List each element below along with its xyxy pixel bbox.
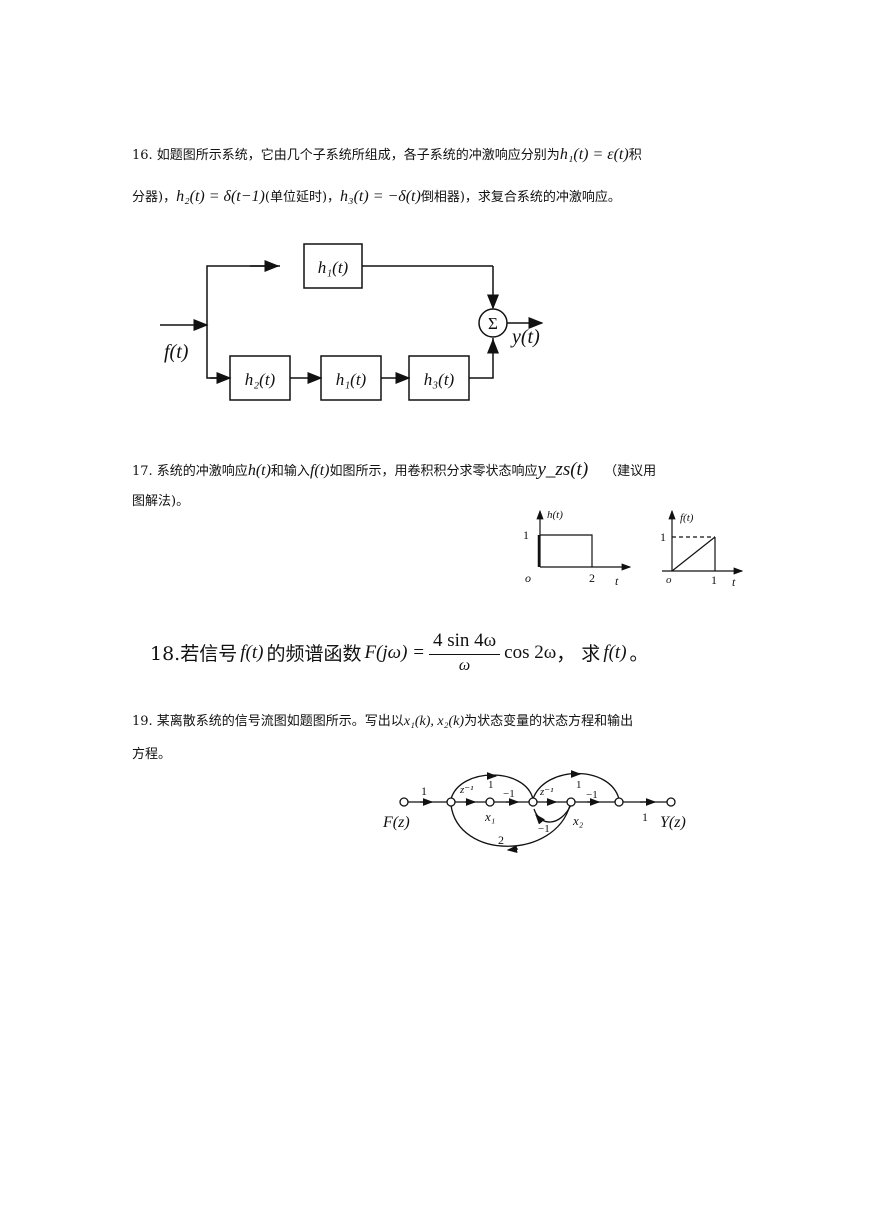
block-b3-label: h₃(t) [424,370,455,389]
f-ramp [671,536,716,572]
sfg-gain-out: 1 [642,810,648,824]
sfg-loop1-fb: −1 [503,788,515,800]
node-a [446,797,456,807]
sfg-input-label: F(z) [382,814,410,831]
node-output [666,797,676,807]
q16-line1: 16. 如题图所示系统，它由几个子系统所组成，各子系统的冲激响应分别为h₁(t)… [132,145,642,166]
sfg-bottom-gain: 2 [498,833,504,847]
block-top-label: h₁(t) [318,258,349,277]
h-xaxis: t [615,574,619,588]
q18-mid2: ， 求 [556,643,601,665]
block-top-h1 [303,243,363,289]
sum-symbol: Σ [488,314,498,333]
q16-h1-expr: h₁(t) = ε(t) [559,146,629,163]
q17-text: 17. 系统的冲激响应 [132,464,248,479]
summer-circle [478,308,508,338]
h-rect-pulse [540,534,593,567]
h-ylabel: h(t) [547,509,563,521]
h-xtick: 2 [589,571,595,585]
node-input [399,797,409,807]
sfg-loop1-z: z⁻¹ [459,784,473,796]
q16-text: 16. 如题图所示系统，它由几个子系统所组成，各子系统的冲激响应分别为 [132,148,560,163]
q18-F-expr: F(jω) = [364,641,425,663]
f-xtick: 1 [711,573,717,587]
block-b2-label: h₁(t) [336,370,367,389]
q17-graph-h: h(t) 1 o 2 t [523,509,632,588]
node-x1 [485,797,495,807]
q18-denominator: ω [458,657,471,674]
q17-yzs-expr: y_zs(t) [537,459,589,480]
q19-line2: 方程。 [132,747,172,762]
f-xaxis: t [732,575,736,589]
q17-line1: 17. 系统的冲激响应h(t)和输入f(t)如图所示，用卷积积分求零状态响应y_… [132,460,656,482]
q17-f-expr: f(t) [309,462,330,479]
q17-text-mid: 和输入 [270,464,310,479]
q19-line1: 19. 某离散系统的信号流图如题图所示。写出以x₁(k), x₂(k)为状态变量… [132,712,633,732]
sfg-loop2-fb: −1 [586,789,598,801]
q16-text-b: (单位延时)， [264,190,341,205]
q18-f-expr: f(t) [240,641,264,663]
q18-numerator: 4 sin 4ω [428,630,501,655]
f-ylabel: f(t) [680,512,694,524]
f-origin: o [666,574,672,586]
h-level: 1 [523,528,529,542]
block-b1-label: h₂(t) [245,370,276,389]
sfg-x2-label: x₂ [572,813,584,828]
q19-vars-expr: x₁(k), x₂(k) [403,714,465,729]
input-label: f(t) [164,341,189,363]
q19-text: 19. 某离散系统的信号流图如题图所示。写出以 [132,714,404,729]
f-level: 1 [660,530,666,544]
q17-line2: 图解法)。 [132,494,190,509]
q16-line2: 分器)，h₂(t) = δ(t−1)(单位延时)，h₃(t) = −δ(t)倒相… [132,187,621,208]
q18-cos-expr: cos 2ω [504,641,557,663]
q16-block-diagram: Σ f(t) y(t) h₁(t) h₂(t) h₁(t) h₃(t) [160,243,544,401]
sfg-loop2-top: 1 [576,779,582,791]
q16-text-suffix: 积 [628,148,642,163]
node-c [614,797,624,807]
sfg-x1-label: x₁ [484,809,495,824]
q17-graph-f: f(t) 1 o 1 t [660,509,744,589]
sfg-output-label: Y(z) [660,814,686,831]
q17-h-expr: h(t) [247,462,271,479]
block-mid-h1 [320,355,382,401]
sfg-loop2-z: z⁻¹ [539,786,553,798]
node-b [528,797,538,807]
q16-h3-expr: h₃(t) = −δ(t) [340,188,421,205]
q17-text-suffix: （建议用 [604,464,657,479]
output-label: y(t) [510,326,540,348]
q19-signal-flow-graph: 1 F(z) z⁻¹ 1 −1 x₁ z⁻¹ 1 −1 −1 x₂ 1 Y(z)… [382,770,686,853]
q18-suffix: 。 [629,643,649,665]
q18-mid: 的频谱函数 [266,643,362,665]
sfg-loop1-gain: 1 [488,779,494,791]
q16-text-a: 分器)， [132,190,177,205]
q17-text-mid2: 如图所示，用卷积积分求零状态响应 [329,464,538,479]
block-h2 [229,355,291,401]
q16-text-c: 倒相器)，求复合系统的冲激响应。 [420,190,621,205]
block-h3 [408,355,470,401]
q18-f-expr2: f(t) [603,641,627,663]
q18-line: 18.若信号 f(t) 的频谱函数 F(jω) = 4 sin 4ω ω cos… [150,630,649,675]
q18-fraction: 4 sin 4ω ω [428,630,501,675]
sfg-cross-fb: −1 [538,823,550,835]
node-x2 [566,797,576,807]
sfg-gain-in: 1 [421,784,427,798]
q18-prefix: 18.若信号 [150,643,238,665]
q19-text-suffix: 为状态变量的状态方程和输出 [464,714,634,729]
q16-h2-expr: h₂(t) = δ(t−1) [176,188,265,205]
h-origin: o [525,571,531,585]
